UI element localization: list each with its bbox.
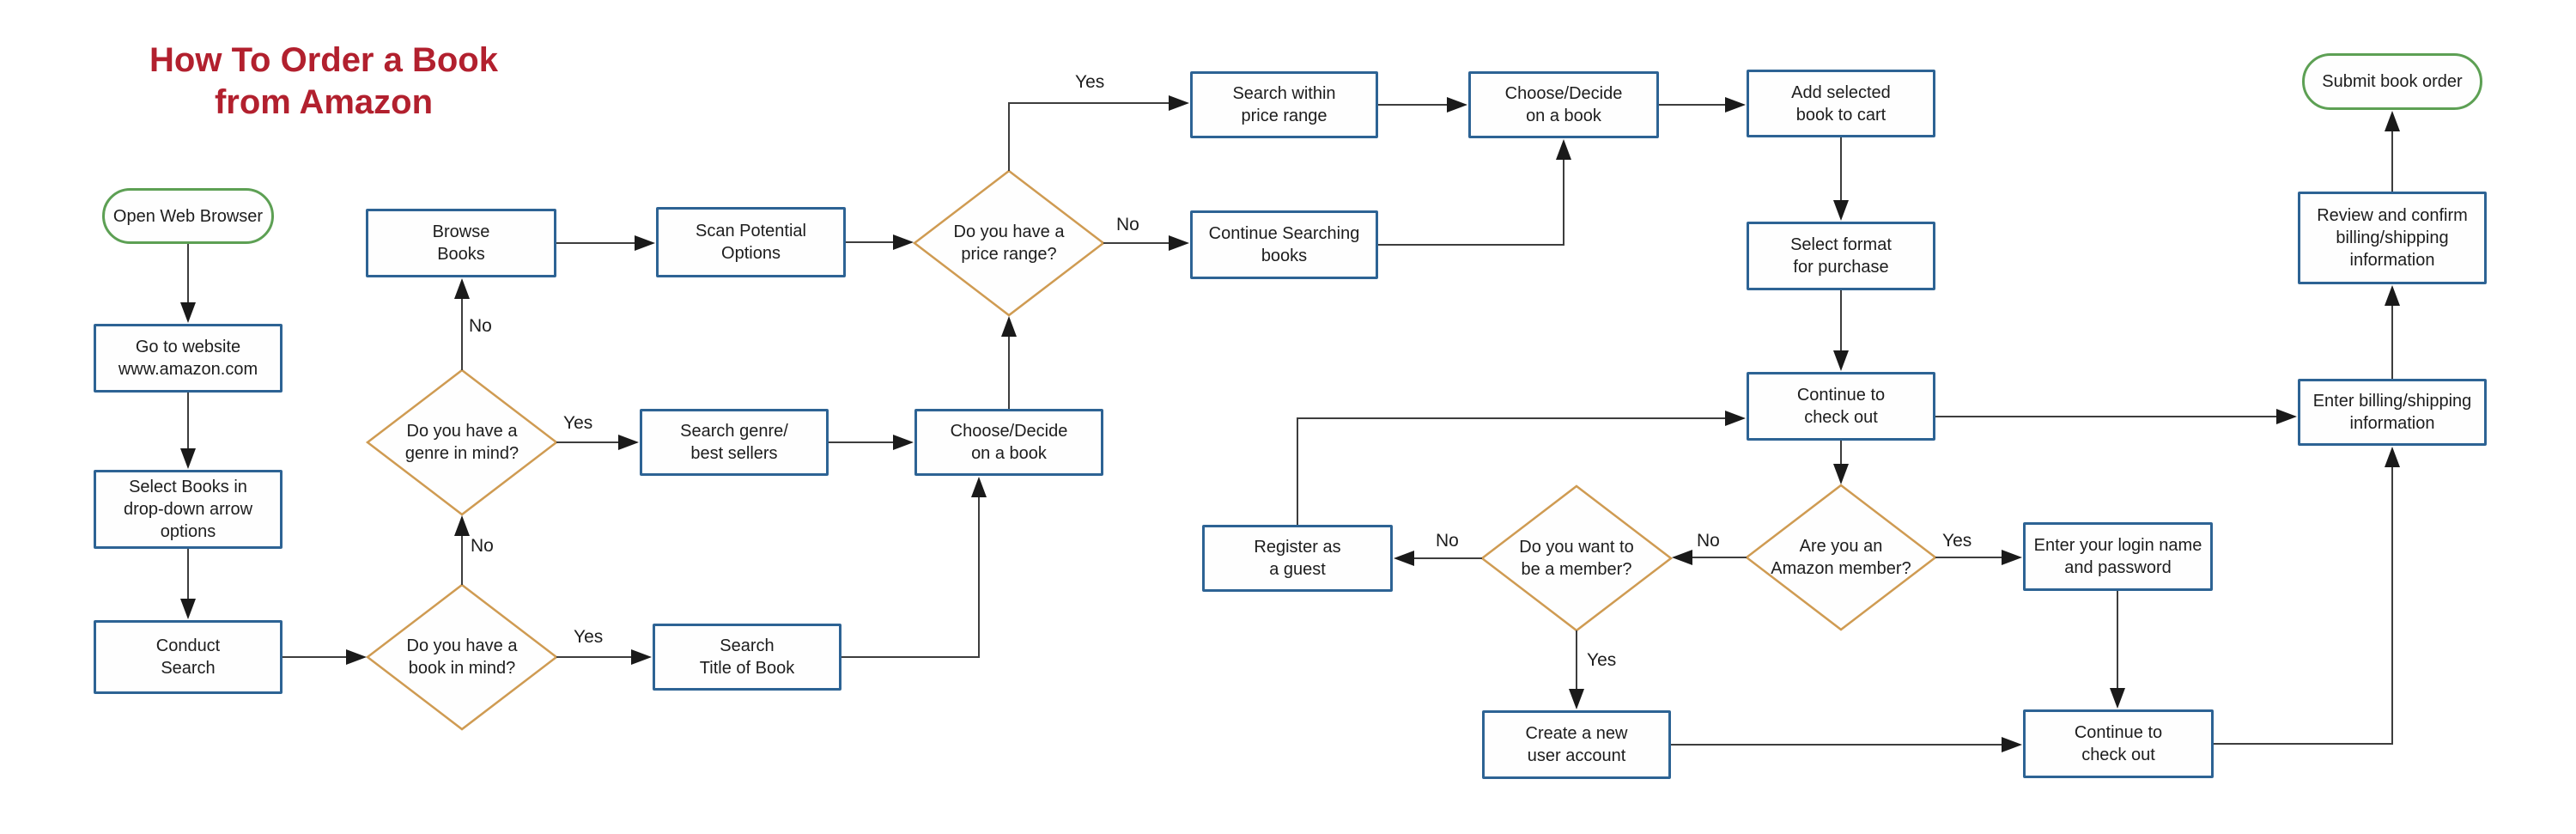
node-go-to-website: Go to website www.amazon.com [94, 324, 283, 393]
node-choose-decide-top: Choose/Decide on a book [1468, 71, 1659, 138]
node-open-web-browser: Open Web Browser [102, 188, 274, 244]
edge-label-want-yes: Yes [1587, 650, 1617, 670]
node-select-format-for-purchase: Select format for purchase [1747, 222, 1935, 290]
node-continue-searching-books: Continue Searching books [1190, 210, 1378, 279]
node-register-as-guest: Register as a guest [1202, 525, 1393, 592]
node-conduct-search: Conduct Search [94, 620, 283, 694]
node-submit-book-order: Submit book order [2302, 53, 2482, 110]
connector-continue-searching-to-choose-top [1378, 139, 1571, 246]
node-review-confirm-billing: Review and confirm billing/shipping info… [2298, 192, 2487, 284]
node-browse-books: Browse Books [366, 209, 556, 277]
decision-want-member-label: Do you want to be a member? [1519, 538, 1634, 579]
node-enter-login-name-password: Enter your login name and password [2023, 522, 2213, 591]
decision-book-in-mind-shape [365, 583, 559, 731]
node-create-new-user-account: Create a new user account [1482, 710, 1671, 779]
node-enter-billing-shipping: Enter billing/shipping information [2298, 379, 2487, 446]
edge-label-member-no: No [1697, 531, 1720, 551]
node-continue-to-checkout-1: Continue to check out [1747, 372, 1935, 441]
node-search-genre-best-sellers: Search genre/ best sellers [640, 409, 829, 476]
node-choose-decide-mid: Choose/Decide on a book [914, 409, 1103, 476]
decision-amazon-member-shape [1744, 484, 1938, 631]
decision-amazon-member-label: Are you an Amazon member? [1771, 537, 1911, 578]
node-search-within-price-range: Search within price range [1190, 71, 1378, 138]
edge-label-genre-yes: Yes [563, 413, 593, 433]
page-title-line1: How To Order a Book [149, 41, 498, 79]
edge-label-book-yes: Yes [574, 627, 604, 647]
edge-label-genre-no: No [469, 316, 492, 336]
edge-label-member-yes: Yes [1942, 531, 1972, 551]
edge-label-price-no: No [1116, 215, 1139, 234]
node-search-title-of-book: Search Title of Book [653, 624, 841, 691]
connector-register-to-checkout1 [1297, 411, 1746, 525]
edge-label-book-no: No [471, 536, 494, 556]
decision-price-range-label: Do you have a price range? [953, 222, 1065, 264]
connector-price-yes-to-search-price [1008, 95, 1189, 171]
decision-genre-in-mind-label: Do you have a genre in mind? [404, 422, 519, 463]
decision-book-in-mind-label: Do you have a book in mind? [406, 636, 518, 678]
node-add-selected-book-to-cart: Add selected book to cart [1747, 70, 1935, 137]
node-continue-to-checkout-2: Continue to check out [2023, 709, 2214, 778]
edge-label-want-no: No [1436, 531, 1459, 551]
edge-label-price-yes: Yes [1075, 72, 1105, 92]
page-title-line2: from Amazon [214, 82, 434, 121]
decision-genre-in-mind-shape [365, 368, 559, 516]
connector-checkout2-to-billing [2214, 447, 2400, 745]
node-select-books-dropdown: Select Books in drop-down arrow options [94, 470, 283, 549]
decision-price-range-shape [912, 169, 1106, 317]
page-title: How To Order a Book from Amazon [109, 40, 538, 124]
connector-search-title-to-choose-mid [841, 477, 987, 658]
node-scan-potential-options: Scan Potential Options [656, 207, 846, 277]
